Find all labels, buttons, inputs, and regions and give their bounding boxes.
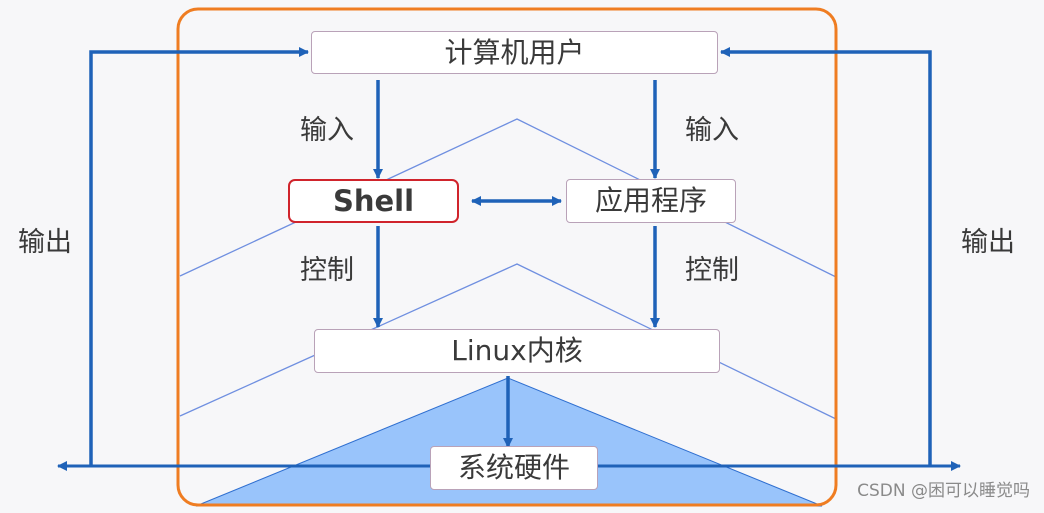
control-label-right: 控制 — [685, 255, 739, 286]
output-label-left: 输出 — [18, 227, 72, 258]
applications-box: 应用程序 — [566, 179, 736, 223]
system-hardware-box: 系统硬件 — [430, 446, 598, 490]
shell-box: Shell — [288, 179, 459, 223]
system-frame — [176, 7, 838, 507]
input-label-left: 输入 — [300, 115, 354, 146]
upper-chevron-line — [179, 118, 837, 278]
linux-kernel-box: Linux内核 — [314, 329, 720, 373]
output-loop-right — [720, 47, 932, 466]
control-label-left: 控制 — [300, 255, 354, 286]
watermark: CSDN @困可以睡觉吗 — [857, 481, 1030, 501]
lower-chevron-line — [179, 263, 837, 420]
output-label-right: 输出 — [961, 227, 1015, 258]
input-label-right: 输入 — [685, 115, 739, 146]
output-loop-left — [89, 47, 309, 466]
computer-user-box: 计算机用户 — [311, 31, 718, 74]
